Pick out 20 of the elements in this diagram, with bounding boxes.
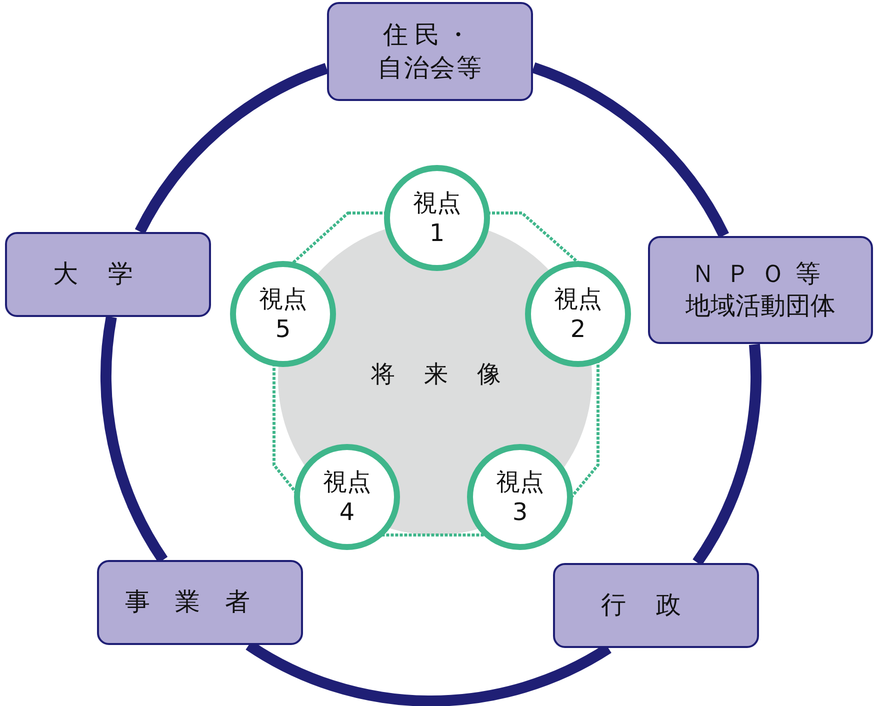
- ring-connector: [692, 344, 762, 566]
- viewpoint-label: 視点3: [494, 467, 545, 527]
- viewpoint-label: 視点4: [322, 467, 372, 527]
- group-label: 行政: [600, 589, 712, 622]
- group-label: 事業者: [124, 586, 276, 618]
- group-box: [327, 2, 533, 101]
- group-label: 大学: [52, 258, 164, 290]
- group-box: [648, 236, 873, 344]
- center-label: 将来像: [371, 359, 530, 390]
- viewpoint-label: 視点1: [412, 188, 462, 248]
- ring-connector: [532, 62, 729, 238]
- group-box: [553, 563, 759, 648]
- group-box: [5, 232, 211, 317]
- ring-connector: [135, 63, 329, 234]
- group-box: [97, 560, 303, 645]
- group-label: 住民・自治会等: [376, 19, 484, 84]
- group-label: ＮＰＯ等地域活動団体: [684, 258, 836, 322]
- viewpoint-label: 視点2: [552, 284, 603, 344]
- viewpoint-label: 視点5: [258, 284, 308, 344]
- ring-connector: [100, 316, 168, 563]
